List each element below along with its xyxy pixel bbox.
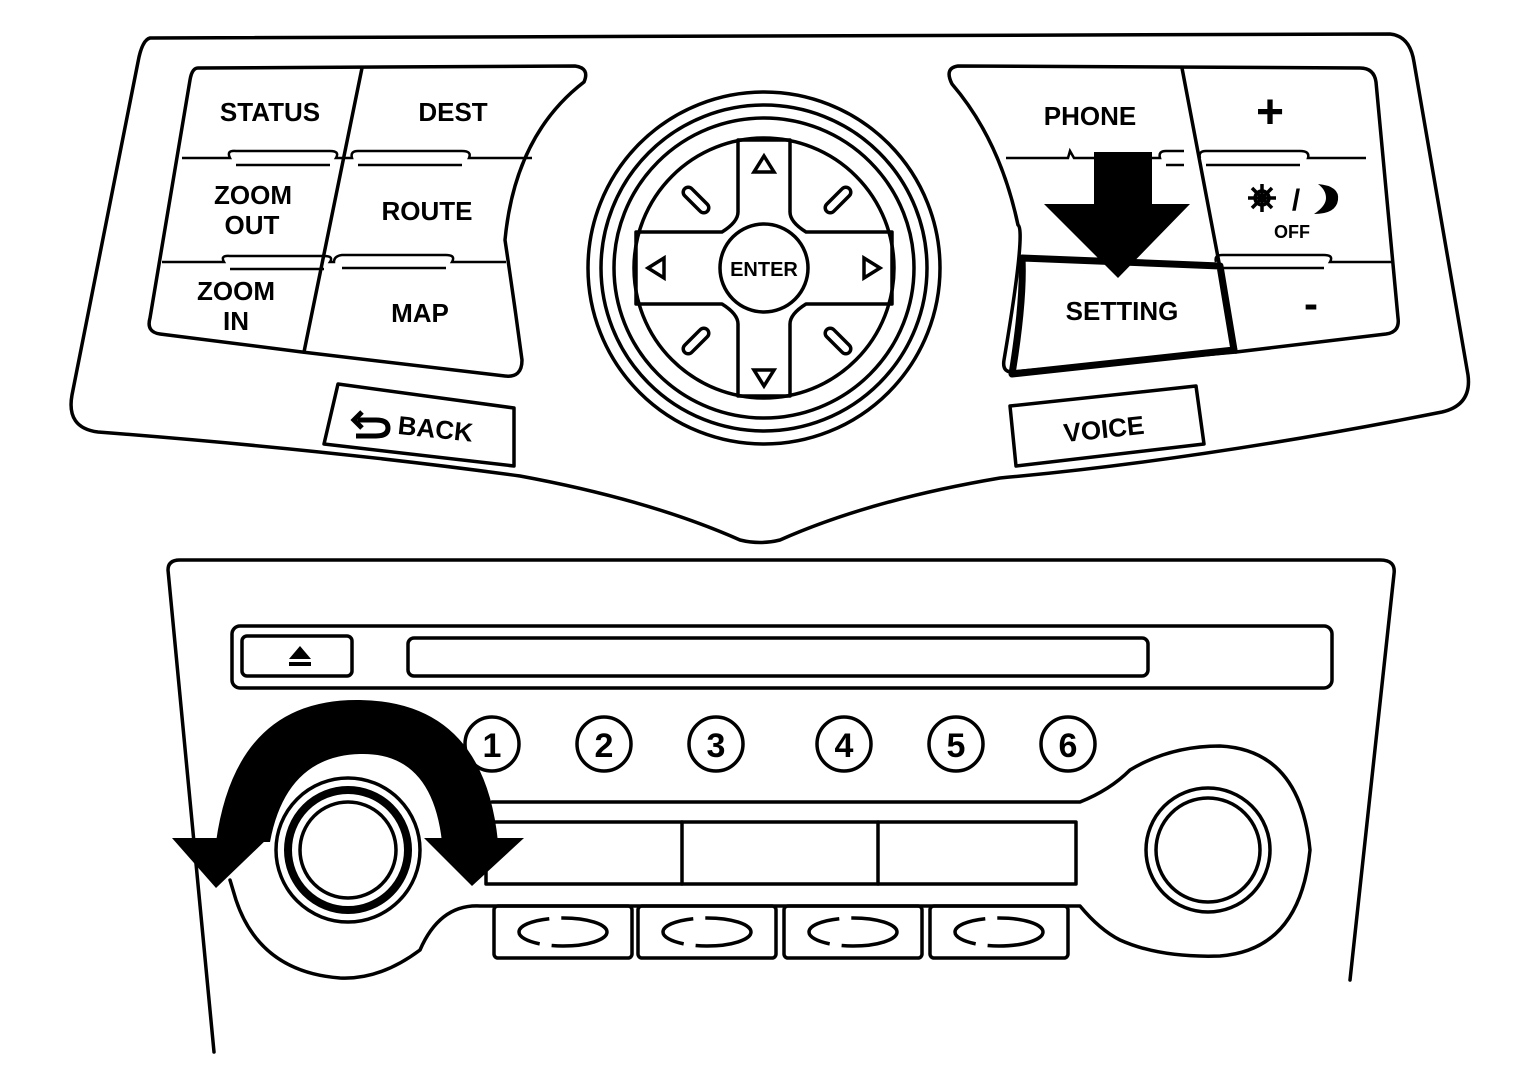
preset-button-4[interactable]: 4 [815,715,873,773]
audio-panel: 1 2 3 4 5 6 [166,558,1396,1054]
map-button[interactable]: MAP [391,298,449,328]
preset-buttons: 1 2 3 4 5 6 [463,715,1097,773]
nav-panel-outline [69,32,1471,545]
control-area-outline [228,744,1312,980]
soft-key-outline [782,904,924,960]
voice-button[interactable]: VOICE [1008,384,1206,468]
voice-button-outline [1008,384,1206,468]
soft-key-outline [928,904,1070,960]
soft-key-3[interactable] [782,904,924,960]
preset-button-6[interactable]: 6 [1039,715,1097,773]
preset-button-1[interactable]: 1 [463,715,521,773]
return-arrow-icon [356,417,391,439]
preset-button-label: 2 [595,727,614,765]
preset-button-label: 3 [707,727,726,765]
off-label: OFF [1274,222,1310,242]
dpad-outline [634,138,894,398]
triangle-right-icon[interactable] [862,254,884,282]
eject-button[interactable] [240,634,354,678]
diagonal-down-right[interactable] [823,326,853,356]
preset-button-2[interactable]: 2 [575,715,633,773]
cd-slot [406,636,1150,678]
day-night-off-button[interactable]: / OFF [1248,184,1339,242]
soft-key-oval-icon [517,916,609,948]
triangle-up-icon[interactable] [750,152,778,174]
preset-button-3[interactable]: 3 [687,715,745,773]
soft-key-4[interactable] [928,904,1070,960]
enter-label: ENTER [730,259,798,281]
setting-button-highlight [1008,254,1238,378]
left-cluster-separator-2 [162,253,506,264]
back-button-outline [322,382,516,468]
preset-button-circle [463,715,521,773]
sun-icon [1248,184,1276,212]
audio-panel-outline [166,558,1396,1054]
preset-button-5[interactable]: 5 [927,715,985,773]
enter-button[interactable] [718,222,810,314]
diagonal-down-left[interactable] [681,326,711,356]
right-cluster-separator-2 [1214,253,1392,264]
soft-key-oval-icon [953,916,1045,948]
diagonal-up-left[interactable] [681,185,711,215]
zoom-in-button[interactable]: ZOOM IN [197,276,275,336]
preset-button-circle [927,715,985,773]
soft-key-oval-icon [807,916,899,948]
preset-button-circle [815,715,873,773]
cd-slot-bezel [230,624,1334,690]
preset-button-label: 1 [483,727,502,765]
crescent-moon-icon [1314,184,1339,214]
left-cluster-separator-1 [182,149,532,160]
eject-button-outline [240,634,354,678]
phone-button[interactable]: PHONE [1044,101,1136,131]
right-cluster-separator-1 [1006,147,1366,160]
soft-key-oval-icon [661,916,753,948]
eject-icon [289,646,311,659]
right-cluster-outline [947,64,1400,374]
right-knob[interactable] [1144,786,1272,914]
down-arrow-icon [1044,152,1190,278]
function-display [484,820,1078,886]
zoom-in-label-line2: IN [223,306,249,336]
preset-button-circle [687,715,745,773]
day-night-separator: / [1292,184,1301,217]
left-knob[interactable] [274,776,422,924]
soft-key-outline [492,904,634,960]
triangle-down-icon[interactable] [750,368,778,390]
navigation-panel: STATUS DEST ZOOM OUT ROUTE ZOOM IN MAP B… [69,32,1471,545]
status-button[interactable]: STATUS [220,97,320,127]
zoom-out-button[interactable]: ZOOM OUT [214,180,292,240]
left-cluster-outline [147,64,588,378]
preset-button-label: 5 [947,727,966,765]
voice-button-label: VOICE [1062,410,1146,448]
setting-button[interactable]: SETTING [1066,296,1179,326]
multi-function-controller[interactable]: ENTER [586,90,942,446]
soft-key-1[interactable] [492,904,634,960]
preset-button-circle [1039,715,1097,773]
left-button-cluster: STATUS DEST ZOOM OUT ROUTE ZOOM IN MAP [147,64,588,378]
soft-key-outline [636,904,778,960]
soft-key-2[interactable] [636,904,778,960]
dest-button[interactable]: DEST [418,97,487,127]
zoom-out-label-line1: ZOOM [214,180,292,210]
back-button[interactable]: BACK [322,382,516,468]
route-button[interactable]: ROUTE [382,196,473,226]
left-cluster-divider-v [302,66,364,354]
preset-button-label: 6 [1059,727,1078,765]
rotate-arrow-icon [172,699,524,888]
back-button-label: BACK [397,410,475,448]
soft-keys [492,904,1070,960]
diagonal-up-right[interactable] [823,185,853,215]
preset-button-circle [575,715,633,773]
triangle-left-icon[interactable] [644,254,666,282]
preset-button-label: 4 [835,727,854,765]
right-button-cluster: PHONE + / OFF SETTING - [947,64,1400,378]
zoom-in-label-line1: ZOOM [197,276,275,306]
zoom-out-label-line2: OUT [225,210,280,240]
brightness-minus-button[interactable]: - [1304,280,1318,327]
brightness-plus-button[interactable]: + [1256,86,1284,139]
